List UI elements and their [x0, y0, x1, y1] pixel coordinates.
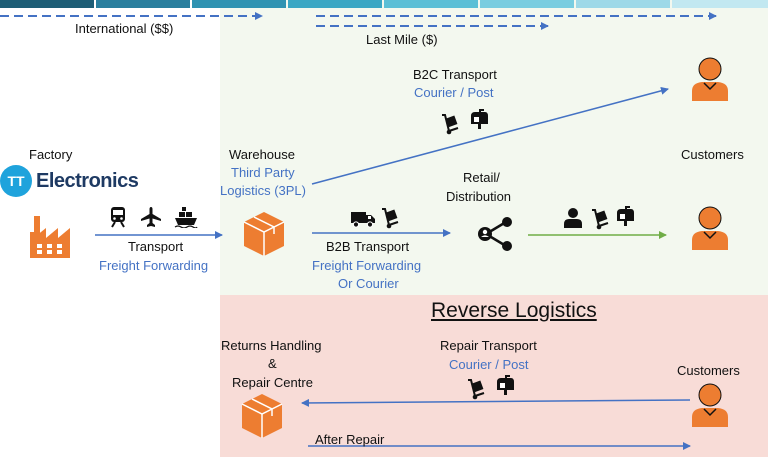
retail-mailbox-icon [614, 205, 636, 232]
retail-person-icon [563, 207, 583, 234]
customers-label-reverse: Customers [677, 363, 740, 378]
train-icon [108, 206, 128, 233]
last-mile-label: Last Mile ($) [366, 32, 438, 47]
b2b-sublabel-2: Or Courier [338, 276, 399, 291]
ship-icon [174, 206, 198, 233]
b2c-arrow [311, 86, 669, 185]
airplane-icon [140, 206, 162, 233]
retail-label-1: Retail/ [463, 170, 500, 185]
top-bar-segment [96, 0, 190, 8]
tt-logo-mark: TT [0, 165, 32, 197]
top-bar-segment [672, 0, 768, 8]
transport-sublabel: Freight Forwarding [99, 258, 209, 273]
returns-label-1: Returns Handling [221, 338, 322, 353]
hand-truck-icon [440, 113, 460, 140]
retail-label-2: Distribution [446, 189, 512, 204]
mailbox-icon [468, 108, 490, 135]
customers-label-top: Customers [681, 147, 744, 162]
repair-transport-sublabel: Courier / Post [449, 357, 529, 372]
customer-reverse-person-icon [690, 383, 730, 429]
returns-label-2: & [268, 356, 277, 371]
top-bar-segment [480, 0, 574, 8]
forward-logistics-region [220, 0, 768, 295]
b2c-label: B2C Transport [413, 67, 497, 82]
truck-icon [350, 210, 376, 233]
top-bar-segment [384, 0, 478, 8]
tt-logo-name: Electronics [36, 169, 139, 192]
international-label: International ($$) [75, 21, 174, 36]
reverse-logistics-region [220, 295, 768, 457]
customer-mid-person-icon [690, 206, 730, 252]
top-bar-segment [192, 0, 286, 8]
factory-label: Factory [29, 147, 73, 162]
b2b-sublabel-1: Freight Forwarding [312, 258, 422, 273]
share-network-icon [474, 216, 518, 257]
warehouse-sublabel-1: Third Party [231, 165, 295, 180]
tt-electronics-logo: TT Electronics [0, 163, 139, 199]
customer-top-person-icon [690, 57, 730, 103]
repair-transport-label: Repair Transport [440, 338, 537, 353]
repair-mailbox-icon [494, 374, 516, 401]
warehouse-sublabel-2: Logistics (3PL) [220, 183, 306, 198]
returns-label-3: Repair Centre [232, 375, 313, 390]
warehouse-box-icon [242, 210, 286, 256]
b2b-hand-truck-icon [380, 207, 400, 234]
retail-hand-truck-icon [590, 208, 610, 235]
b2c-sublabel: Courier / Post [414, 85, 494, 100]
top-bar-segment [288, 0, 382, 8]
reverse-logistics-title: Reverse Logistics [431, 299, 597, 322]
b2b-label: B2B Transport [326, 239, 410, 254]
factory-icon [28, 212, 72, 260]
top-bar-segment [0, 0, 94, 8]
repair-transport-arrow [301, 398, 691, 407]
returns-box-icon [240, 392, 284, 438]
top-gradient-bar [0, 0, 768, 8]
after-repair-label: After Repair [315, 432, 385, 447]
top-bar-segment [576, 0, 670, 8]
repair-hand-truck-icon [466, 378, 486, 405]
transport-label: Transport [128, 239, 184, 254]
warehouse-label: Warehouse [229, 147, 295, 162]
